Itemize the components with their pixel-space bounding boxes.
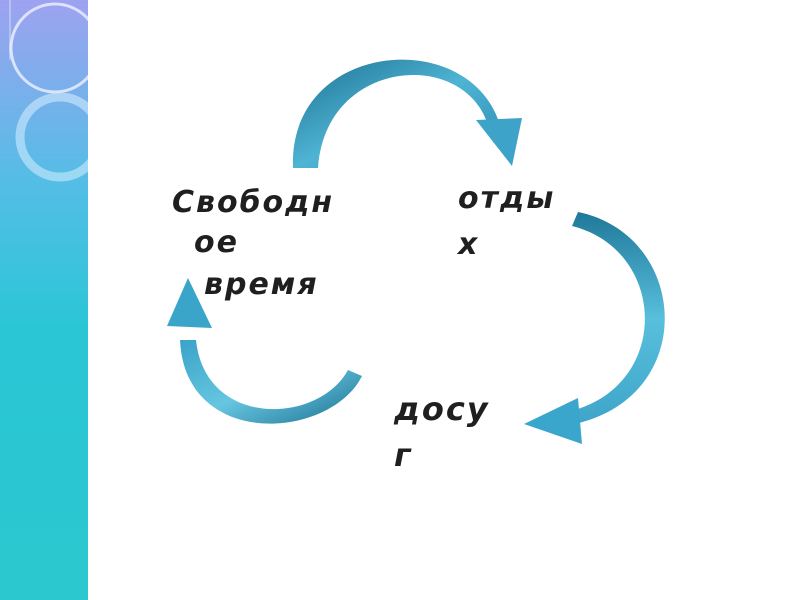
node-leisure: досу г	[394, 393, 490, 471]
node-rest-line-1: отды	[458, 184, 555, 214]
node-leisure-line-1: досу	[394, 393, 490, 425]
node-rest: отды х	[458, 184, 555, 260]
node-leisure-line-2: г	[394, 439, 490, 471]
node-free-time: Свободн ое время	[172, 188, 334, 300]
node-rest-line-2: х	[458, 230, 555, 260]
node-free-time-line-2: ое	[194, 228, 334, 258]
arrow-head	[476, 118, 522, 166]
arrow-head	[524, 398, 582, 444]
arrow-free-time-to-rest	[293, 60, 522, 168]
node-free-time-line-1: Свободн	[172, 188, 334, 218]
node-free-time-line-3: время	[204, 270, 334, 300]
